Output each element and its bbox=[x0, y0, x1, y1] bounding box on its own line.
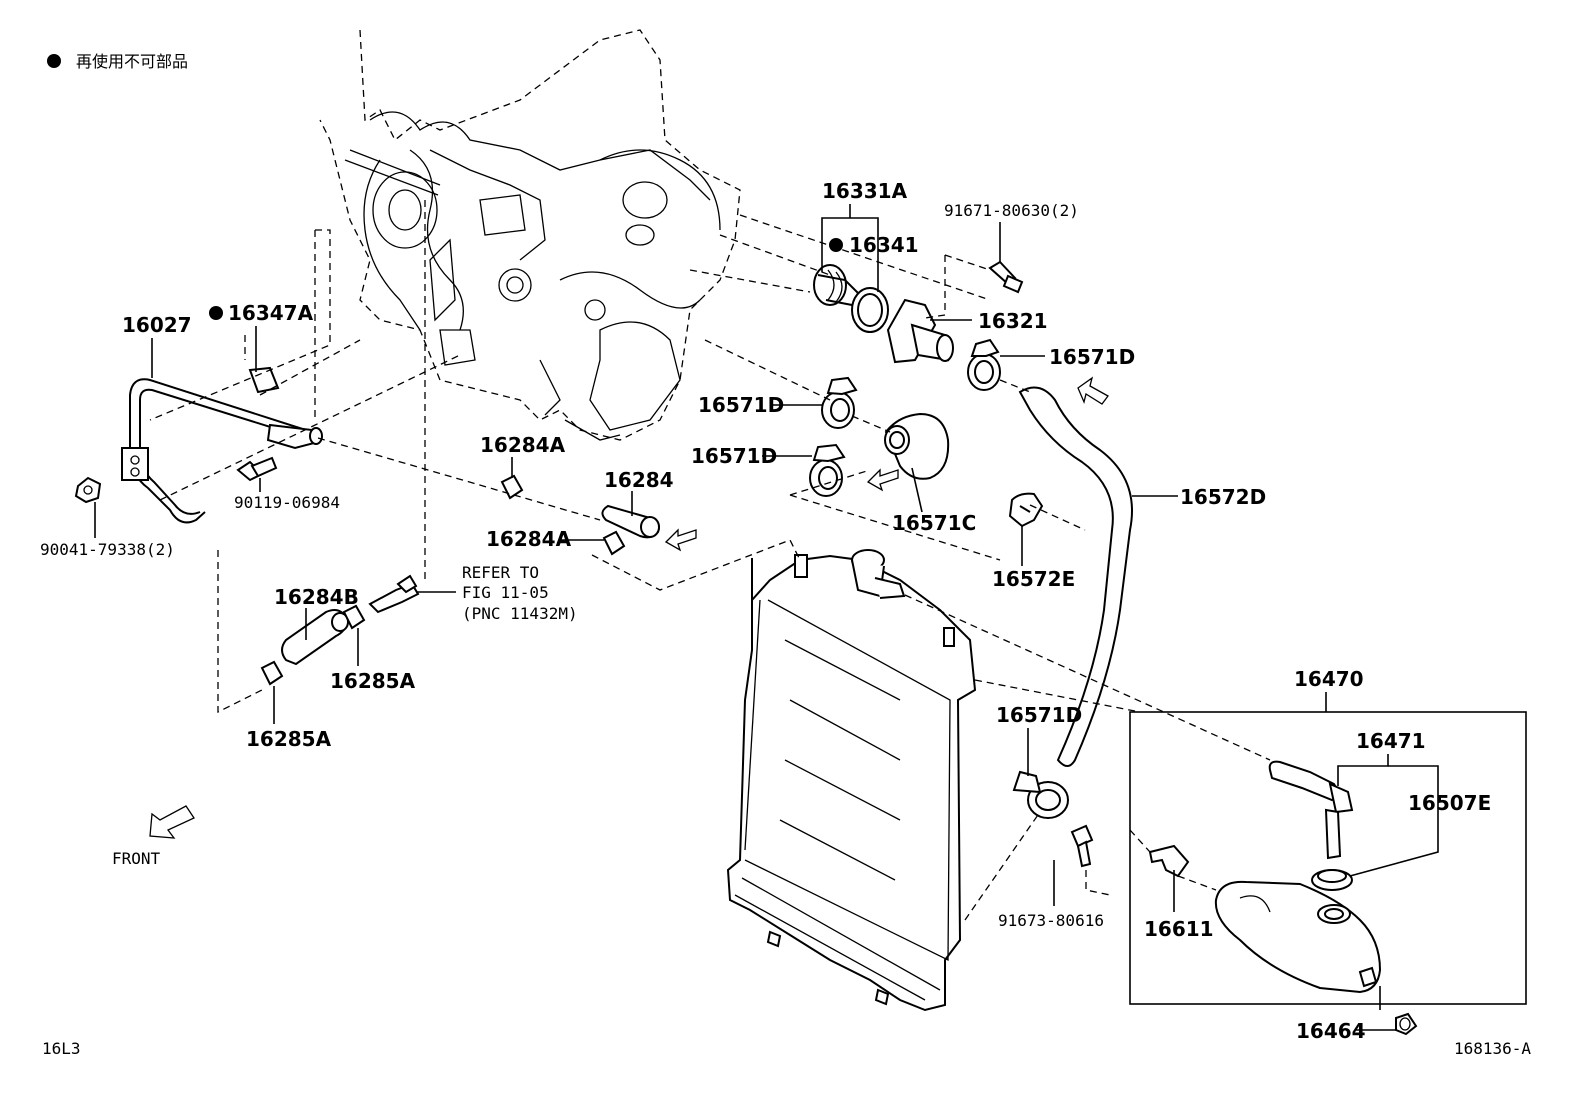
clip-16572E bbox=[1008, 492, 1044, 528]
flow-arrow-icon bbox=[866, 468, 899, 492]
hose-16284 bbox=[500, 474, 660, 556]
engine-block-illustration bbox=[319, 29, 741, 441]
thermostat-group bbox=[813, 260, 1024, 364]
label-16471: 16471 bbox=[1356, 729, 1426, 753]
label-16347A: 16347A bbox=[228, 301, 314, 325]
figure-code: 168136-A bbox=[1454, 1039, 1531, 1058]
label-16470: 16470 bbox=[1294, 667, 1364, 691]
dashed-relation-lines bbox=[149, 200, 1271, 921]
pipe-16027 bbox=[74, 366, 323, 524]
flow-arrow-icon bbox=[664, 528, 697, 552]
radiator-illustration bbox=[726, 549, 977, 1012]
label-16331A: 16331A bbox=[822, 179, 908, 203]
label-16321: 16321 bbox=[978, 309, 1048, 333]
non-reusable-dot-icon bbox=[829, 238, 843, 252]
label-16507E: 16507E bbox=[1408, 791, 1491, 815]
clamp-16571D-c bbox=[809, 443, 846, 497]
label-16284: 16284 bbox=[604, 468, 674, 492]
clamp-16571D-b bbox=[821, 376, 858, 429]
label-16284A-b: 16284A bbox=[486, 527, 572, 551]
front-arrow-icon bbox=[149, 805, 195, 839]
label-16285A-a: 16285A bbox=[330, 669, 416, 693]
label-16284B: 16284B bbox=[274, 585, 359, 609]
hose-16572D bbox=[1018, 386, 1133, 767]
label-16611: 16611 bbox=[1144, 917, 1214, 941]
refer-line-1: REFER TO bbox=[462, 563, 539, 582]
label-16284A-a: 16284A bbox=[480, 433, 566, 457]
part-labels: 16331A 16341 91671-80630(2) 16321 16571D… bbox=[40, 179, 1491, 1043]
reserve-tank-frame bbox=[1129, 711, 1527, 1005]
label-90041-79338: 90041-79338(2) bbox=[40, 540, 175, 559]
label-16285A-b: 16285A bbox=[246, 727, 332, 751]
flow-arrow-icon bbox=[1077, 376, 1109, 405]
hose-16571C bbox=[884, 412, 950, 480]
bolt-91673-80616 bbox=[1070, 824, 1094, 868]
label-16341: 16341 bbox=[849, 233, 919, 257]
leader-lines bbox=[94, 204, 1439, 1031]
label-91673-80616: 91673-80616 bbox=[998, 911, 1104, 930]
front-indicator: FRONT bbox=[112, 805, 195, 868]
label-16464: 16464 bbox=[1296, 1019, 1366, 1043]
flow-arrows bbox=[664, 376, 1109, 552]
label-16571D-c: 16571D bbox=[691, 444, 777, 468]
label-16571D-b: 16571D bbox=[698, 393, 784, 417]
hose-16284B bbox=[260, 574, 420, 686]
non-reusable-dot-icon bbox=[47, 54, 61, 68]
clamp-16571D-a bbox=[967, 338, 1001, 391]
reserve-tank-group bbox=[1129, 711, 1527, 1036]
refer-line-3: (PNC 11432M) bbox=[462, 604, 578, 623]
front-label: FRONT bbox=[112, 849, 161, 868]
legend: 再使用不可部品 bbox=[47, 52, 188, 71]
label-16571D-a: 16571D bbox=[1049, 345, 1135, 369]
label-91671-80630: 91671-80630(2) bbox=[944, 201, 1079, 220]
label-16027: 16027 bbox=[122, 313, 192, 337]
clamp-16571D-d bbox=[1012, 770, 1069, 819]
page-code: 16L3 bbox=[42, 1039, 81, 1058]
label-16572E: 16572E bbox=[992, 567, 1075, 591]
non-reusable-dot-icon bbox=[209, 306, 223, 320]
refer-line-2: FIG 11-05 bbox=[462, 583, 549, 602]
label-16571D-d: 16571D bbox=[996, 703, 1082, 727]
label-90119-06984: 90119-06984 bbox=[234, 493, 340, 512]
legend-text: 再使用不可部品 bbox=[76, 52, 188, 71]
label-16572D: 16572D bbox=[1180, 485, 1266, 509]
label-16571C: 16571C bbox=[892, 511, 976, 535]
